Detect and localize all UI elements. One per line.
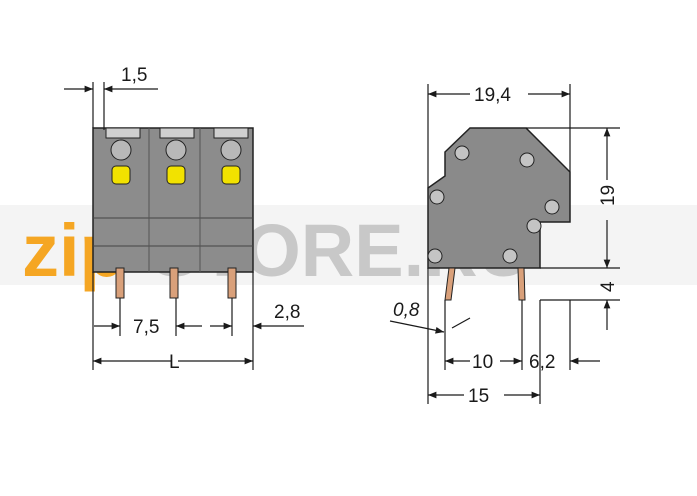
side-view: 19,4 19 4 0,8 10 6 bbox=[389, 84, 620, 407]
dimension-height bbox=[526, 127, 620, 269]
dim-label-pin-thickness: 0,8 bbox=[393, 300, 420, 321]
dimension-pitch-top bbox=[64, 82, 158, 130]
clamp-unit-2 bbox=[159, 127, 195, 185]
dim-label-pitch-top: 1,5 bbox=[121, 65, 147, 86]
solder-pin bbox=[444, 267, 456, 301]
solder-pin bbox=[227, 267, 237, 299]
dimension-pin-spacing bbox=[444, 300, 600, 370]
dim-label-pitch: 7,5 bbox=[133, 317, 159, 338]
dim-label-pin-offset: 6,2 bbox=[529, 352, 555, 373]
dim-label-offset: 2,8 bbox=[274, 302, 300, 323]
dimension-length bbox=[92, 272, 254, 370]
dim-label-overall: 15 bbox=[468, 386, 489, 407]
clamp-unit-3 bbox=[213, 127, 249, 185]
solder-pin bbox=[115, 267, 125, 299]
dim-label-pin-length: 4 bbox=[598, 281, 619, 292]
solder-pin bbox=[169, 267, 179, 299]
dimension-overall bbox=[427, 268, 541, 404]
front-view: 1,5 7,5 2,8 L bbox=[64, 65, 304, 373]
dimension-pin-thickness bbox=[389, 317, 471, 334]
dimension-offset bbox=[252, 272, 304, 336]
solder-pin bbox=[517, 267, 526, 301]
dim-label-width: 19,4 bbox=[474, 85, 511, 106]
dimension-pitch bbox=[94, 298, 233, 336]
dim-label-length: L bbox=[169, 352, 180, 373]
actuator-button bbox=[166, 165, 186, 185]
actuator-button bbox=[111, 165, 131, 185]
dimension-pin-length bbox=[540, 299, 620, 330]
actuator-button bbox=[221, 165, 241, 185]
clamp-unit-1 bbox=[105, 127, 141, 185]
dim-label-pin-spacing: 10 bbox=[472, 352, 493, 373]
dim-label-height: 19 bbox=[598, 185, 619, 206]
